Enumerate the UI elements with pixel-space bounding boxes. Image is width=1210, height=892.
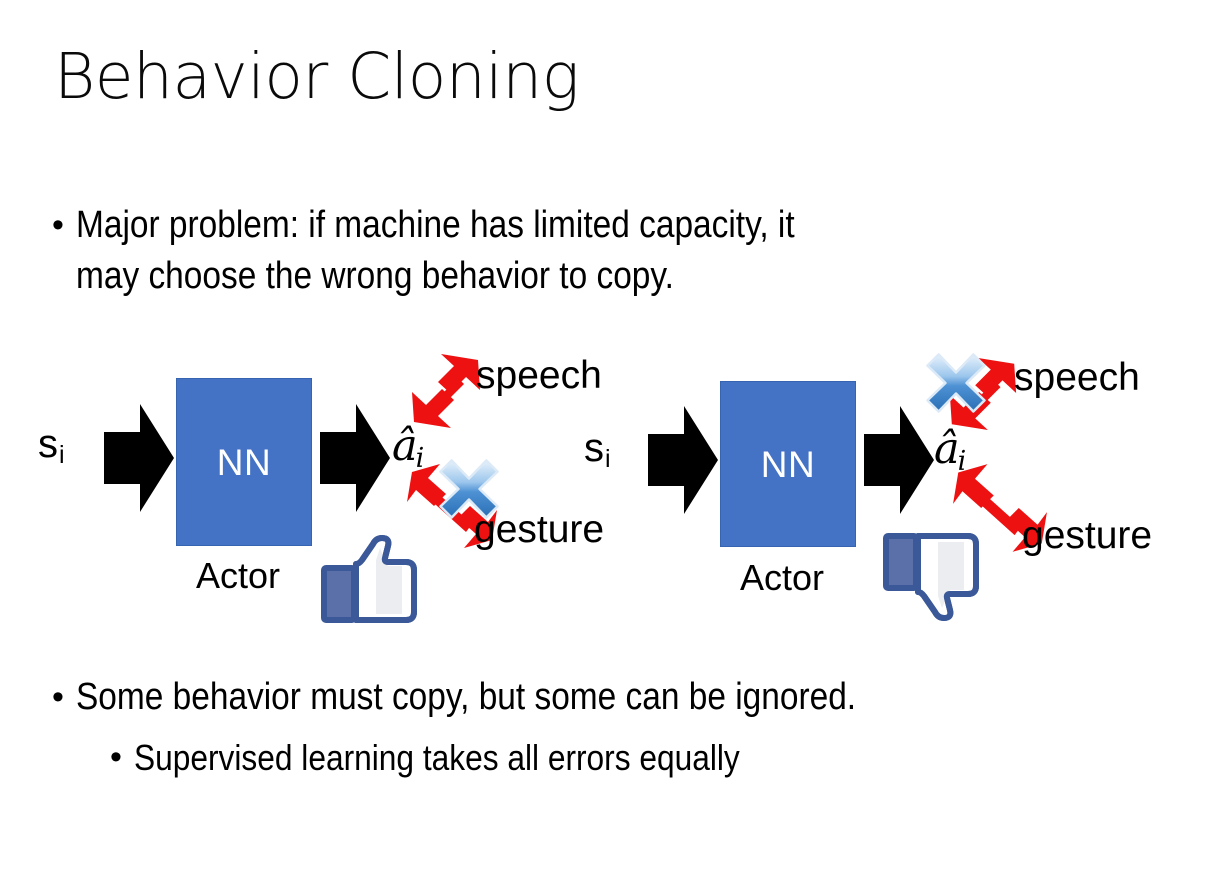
cross-out-icon-left-gesture <box>438 458 500 520</box>
state-label-left: si <box>38 424 65 468</box>
actor-label-right: Actor <box>740 557 825 598</box>
page-title: Behavior Cloning <box>54 40 580 113</box>
nn-box-left-label: NN <box>216 441 272 483</box>
output-arrow-right <box>864 400 934 520</box>
branch-arrow-right-gesture <box>952 462 1048 554</box>
nn-box-right: NN <box>720 381 856 547</box>
bullet-marker: • <box>52 206 64 244</box>
bullet-top-text: Major problem: if machine has limited ca… <box>75 204 795 297</box>
output-arrow-left <box>320 398 390 518</box>
thumbs-down-icon <box>880 528 984 624</box>
action-label-left-symbol: â <box>392 421 418 471</box>
branch-label-right-speech: speech <box>1014 356 1140 399</box>
bullet-bottom-primary: • Some behavior must copy, but some can … <box>52 672 1182 723</box>
bullet-top: • Major problem: if machine has limited … <box>52 200 1172 302</box>
action-label-right-subscript: i <box>957 446 967 478</box>
action-label-left: âi <box>392 425 425 475</box>
state-label-right: si <box>584 428 611 472</box>
cross-out-icon-right-speech <box>925 352 987 414</box>
bullet-marker: • <box>110 738 122 776</box>
state-label-right-subscript: i <box>605 444 611 473</box>
action-label-right-symbol: â <box>934 424 960 474</box>
input-arrow-right <box>648 400 718 520</box>
branch-label-left-gesture: gesture <box>474 508 605 551</box>
state-label-right-symbol: s <box>584 426 604 470</box>
branch-label-left-speech: speech <box>476 354 602 397</box>
branch-label-right-gesture: gesture <box>1022 514 1153 557</box>
state-label-left-subscript: i <box>59 440 65 469</box>
branch-arrow-left-speech <box>406 352 486 430</box>
state-label-left-symbol: s <box>38 422 58 466</box>
thumbs-up-icon <box>318 534 422 626</box>
nn-box-right-label: NN <box>760 443 816 485</box>
input-arrow-left <box>104 398 174 518</box>
bullet-bottom-secondary-text: Supervised learning takes all errors equ… <box>133 737 740 778</box>
bullet-bottom-primary-text: Some behavior must copy, but some can be… <box>75 676 856 718</box>
bullet-bottom-secondary: • Supervised learning takes all errors e… <box>110 734 1180 782</box>
bullet-marker: • <box>52 678 64 716</box>
action-label-right: âi <box>934 428 967 478</box>
action-label-left-subscript: i <box>415 443 425 475</box>
nn-box-left: NN <box>176 378 312 546</box>
actor-label-left: Actor <box>196 555 281 596</box>
